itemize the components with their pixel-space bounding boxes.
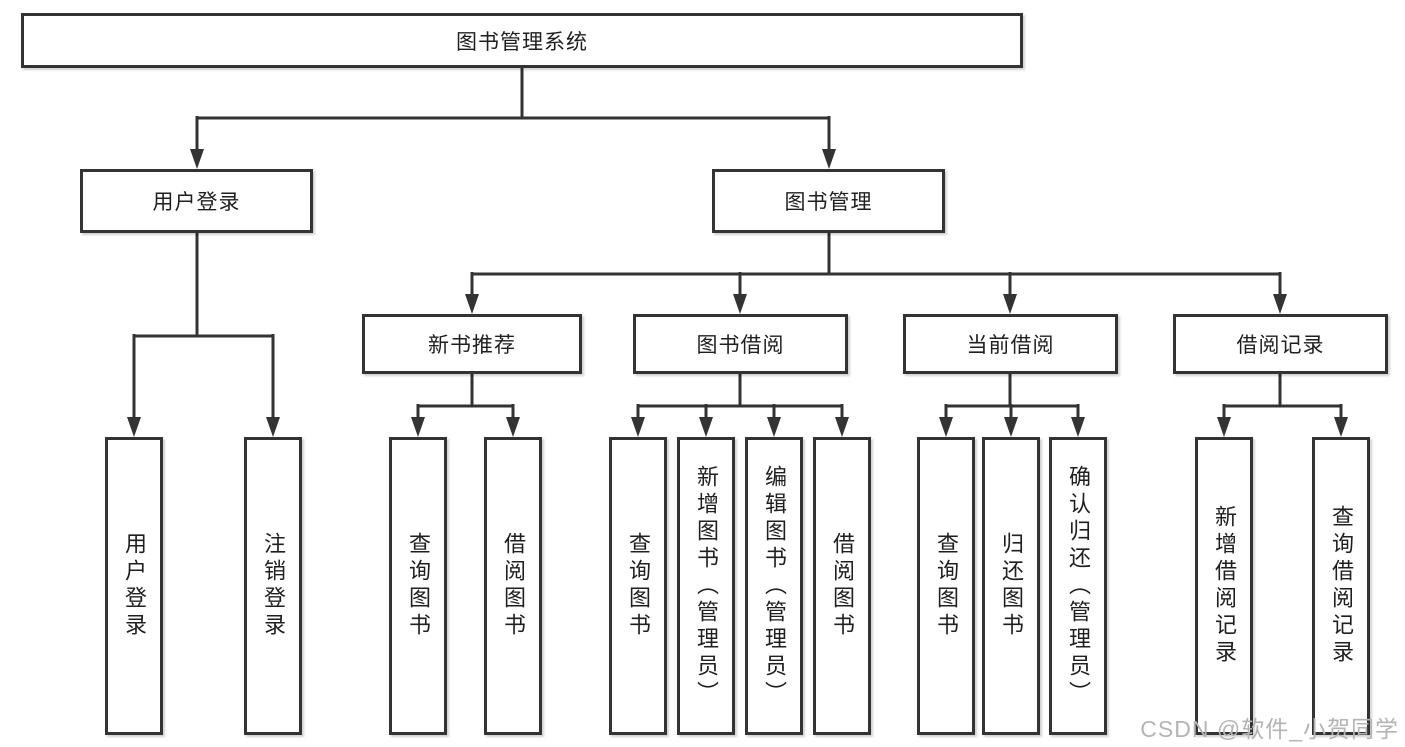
leaf-current-confirm-return-admin: 确认归还（管理员）: [1049, 437, 1107, 735]
node-user-login-label: 用户登录: [152, 191, 241, 214]
leaf-recommend-borrow-books: 借阅图书: [484, 437, 542, 735]
leaf-borrow-edit-books-admin: 编辑图书（管理员）: [745, 437, 803, 735]
leaf-current-return-books: 归还图书: [982, 437, 1040, 735]
node-book-borrow: 图书借阅: [633, 314, 848, 374]
node-borrow-record: 借阅记录: [1173, 314, 1388, 374]
node-user-login: 用户登录: [80, 169, 313, 233]
leaf-current-return-books-label: 归还图书: [999, 532, 1024, 640]
leaf-current-confirm-return-admin-label: 确认归还（管理员）: [1066, 464, 1091, 708]
leaf-borrow-borrow-books-label: 借阅图书: [830, 532, 855, 640]
leaf-borrow-query-books-label: 查询图书: [626, 532, 651, 640]
leaf-record-add-borrow-record: 新增借阅记录: [1195, 437, 1253, 735]
leaf-borrow-add-books-admin-label: 新增图书（管理员）: [694, 464, 719, 708]
leaf-borrow-query-books: 查询图书: [609, 437, 667, 735]
leaf-borrow-borrow-books: 借阅图书: [813, 437, 871, 735]
node-book-management: 图书管理: [712, 169, 945, 233]
leaf-record-add-borrow-record-label: 新增借阅记录: [1212, 505, 1237, 667]
leaf-logout: 注销登录: [244, 437, 302, 735]
node-new-book-recommend: 新书推荐: [362, 314, 582, 374]
node-root-system-label: 图书管理系统: [456, 30, 588, 54]
leaf-borrow-edit-books-admin-label: 编辑图书（管理员）: [762, 464, 787, 708]
leaf-recommend-query-books-label: 查询图书: [406, 532, 431, 640]
leaf-record-query-borrow-record: 查询借阅记录: [1312, 437, 1370, 735]
node-current-borrow: 当前借阅: [903, 314, 1118, 374]
leaf-current-query-books-label: 查询图书: [934, 532, 959, 640]
leaf-current-query-books: 查询图书: [917, 437, 975, 735]
leaf-user-login-label: 用户登录: [122, 532, 147, 640]
node-borrow-record-label: 借阅记录: [1236, 334, 1325, 357]
node-book-management-label: 图书管理: [784, 191, 873, 214]
node-new-book-recommend-label: 新书推荐: [428, 334, 516, 357]
leaf-logout-label: 注销登录: [261, 532, 286, 640]
leaf-record-query-borrow-record-label: 查询借阅记录: [1329, 505, 1354, 667]
leaf-borrow-add-books-admin: 新增图书（管理员）: [677, 437, 735, 735]
node-root-system: 图书管理系统: [21, 13, 1023, 68]
node-book-borrow-label: 图书借阅: [696, 334, 785, 357]
csdn-watermark: CSDN @软件_小贺同学: [1140, 716, 1399, 742]
leaf-recommend-borrow-books-label: 借阅图书: [501, 532, 526, 640]
leaf-user-login: 用户登录: [105, 437, 163, 735]
leaf-recommend-query-books: 查询图书: [389, 437, 447, 735]
node-current-borrow-label: 当前借阅: [966, 334, 1055, 357]
